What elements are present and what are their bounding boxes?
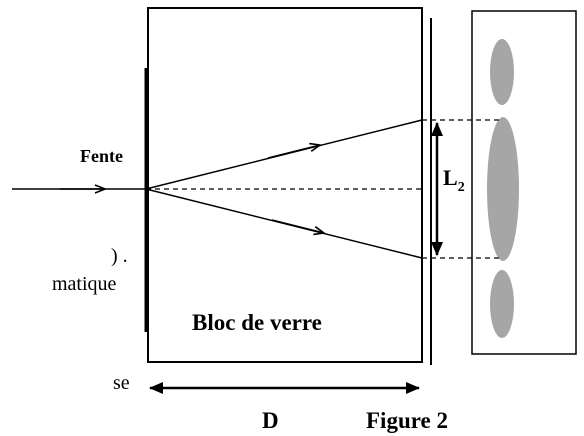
- figure-caption: Figure 2: [366, 408, 448, 433]
- l2-label: L2: [443, 165, 465, 195]
- cut-text-2: matique: [52, 273, 117, 295]
- glass-block-label: Bloc de verre: [192, 310, 322, 335]
- l2-label-main: L: [443, 165, 458, 190]
- central-fringe: [487, 117, 519, 261]
- upper-ray-arrow: [267, 145, 320, 159]
- slit-label: Fente: [80, 146, 123, 166]
- glass-block: [147, 7, 423, 363]
- upper-fringe: [490, 39, 514, 105]
- cut-text-3: se: [113, 372, 130, 394]
- lower-ray-arrow: [271, 219, 324, 233]
- distance-label: D: [262, 408, 279, 433]
- lower-fringe: [490, 270, 514, 338]
- cut-text-1: ) .: [111, 245, 128, 267]
- l2-label-subscript: 2: [458, 180, 465, 195]
- observation-screen: [471, 10, 577, 355]
